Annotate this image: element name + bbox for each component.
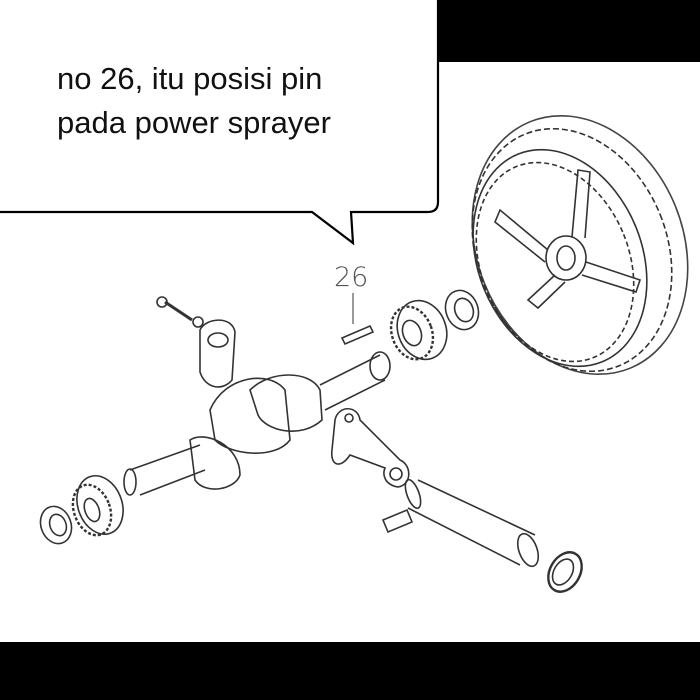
- oil-seal-right: [444, 289, 480, 331]
- piston-pin: [381, 508, 414, 534]
- plunger: [404, 478, 540, 568]
- bearing-right: [389, 299, 448, 361]
- bubble-line-1: no 26, itu posisi pin: [57, 61, 323, 96]
- speech-bubble: [0, 0, 440, 246]
- oil-seal-left: [39, 505, 73, 545]
- pulley-wheel: [471, 114, 689, 376]
- connecting-rod-cap: [199, 319, 236, 388]
- pin-26: [340, 293, 375, 346]
- plunger-seal: [547, 551, 583, 593]
- bolt: [156, 296, 204, 328]
- bubble-line-2: pada power sprayer: [57, 105, 331, 140]
- bearing-left: [71, 475, 124, 537]
- bottom-black-band: [0, 642, 700, 700]
- crankshaft: [123, 351, 391, 496]
- part-number-label: 26: [334, 262, 369, 293]
- connecting-rod: [330, 407, 410, 488]
- speech-bubble-text: no 26, itu posisi pin pada power sprayer: [57, 57, 427, 145]
- top-black-band: [438, 0, 700, 62]
